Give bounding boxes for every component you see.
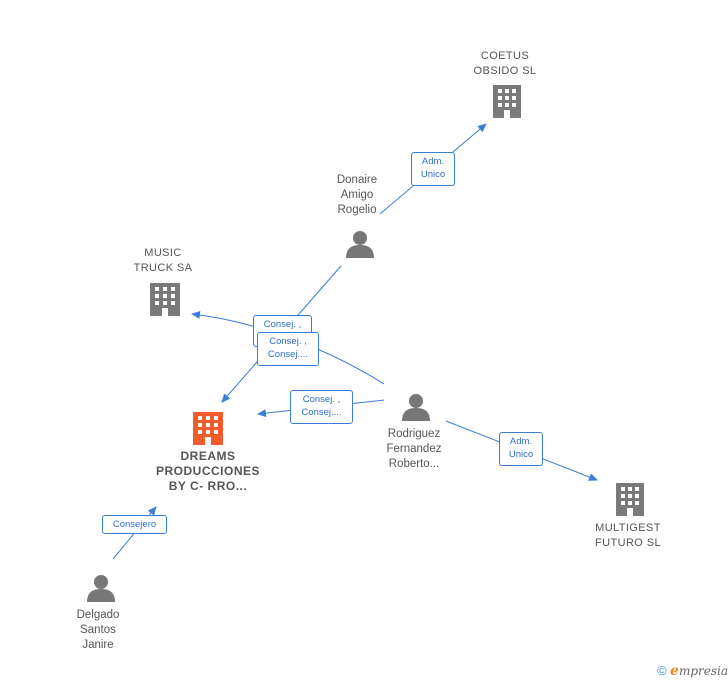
footer-brand: © empresia xyxy=(657,663,728,679)
coetus-building-icon[interactable] xyxy=(493,85,521,118)
edge-label-rodriguez-dreams[interactable]: Consej. , Consej.... xyxy=(290,390,353,424)
node-label-rodriguez[interactable]: Rodriguez Fernandez Roberto... xyxy=(386,428,442,470)
rodriguez-person-icon[interactable] xyxy=(402,394,430,421)
delgado-person-icon[interactable] xyxy=(87,575,115,602)
node-label-dreams[interactable]: DREAMS PRODUCCIONES BY C- RRO... xyxy=(155,449,260,493)
edge-label-music-bottom[interactable]: Consej. , Consej.... xyxy=(257,332,319,366)
node-label-music[interactable]: MUSIC TRUCK SA xyxy=(133,247,193,274)
node-label-coetus[interactable]: COETUS OBSIDO SL xyxy=(473,50,537,77)
edge-label-donaire-coetus[interactable]: Adm. Unico xyxy=(411,152,455,186)
edge-label-rodriguez-multigest[interactable]: Adm. Unico xyxy=(499,432,543,466)
node-label-donaire[interactable]: Donaire Amigo Rogelio xyxy=(336,174,378,216)
donaire-person-icon[interactable] xyxy=(346,231,374,258)
copyright-icon: © xyxy=(657,663,667,678)
node-label-multigest[interactable]: MULTIGEST FUTURO SL xyxy=(595,522,661,549)
dreams-building-icon[interactable] xyxy=(193,412,223,445)
node-label-delgado[interactable]: Delgado Santos Janire xyxy=(76,609,120,651)
empresia-logo[interactable]: empresia xyxy=(670,663,728,679)
edge-label-delgado-dreams[interactable]: Consejero xyxy=(102,515,167,534)
music-building-icon[interactable] xyxy=(150,283,180,316)
multigest-building-icon[interactable] xyxy=(616,483,644,516)
